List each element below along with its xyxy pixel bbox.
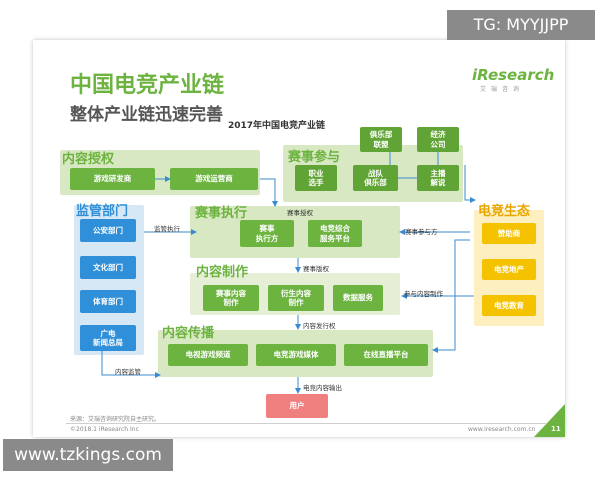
box-public-security: 公安部门 bbox=[80, 219, 136, 242]
box-tv-game-channel: 电视游戏频道 bbox=[168, 344, 248, 366]
box-data-service: 数据服务 bbox=[333, 285, 383, 311]
section-event-participation: 赛事参与 bbox=[288, 150, 341, 165]
box-esports-realestate: 电竞地产 bbox=[482, 259, 536, 280]
box-esports-media: 电竞游戏媒体 bbox=[256, 344, 336, 366]
footer-source: 来源：艾瑞咨询研究院自主研究。 bbox=[70, 416, 161, 423]
box-event-executor: 赛事 执行方 bbox=[240, 220, 294, 247]
iresearch-logo: iResearch 艾瑞咨询 bbox=[472, 66, 555, 100]
box-user: 用户 bbox=[266, 394, 328, 418]
page-title: 中国电竞产业链 bbox=[70, 73, 225, 98]
box-esports-education: 电竞教育 bbox=[482, 295, 536, 316]
label-content-distribution-right: 内容发行权 bbox=[303, 322, 336, 330]
label-content-output: 电竞内容输出 bbox=[303, 384, 342, 392]
box-derivative-content: 衍生内容 制作 bbox=[268, 285, 324, 311]
label-event-participant: 赛事参与方 bbox=[405, 228, 438, 236]
section-content-production: 内容制作 bbox=[196, 265, 249, 280]
box-host-commentator: 主播 解说 bbox=[417, 165, 459, 191]
logo-sub: 艾瑞咨询 bbox=[480, 86, 525, 93]
page-corner-triangle bbox=[534, 404, 565, 437]
watermark-bottom: www.tzkings.com bbox=[3, 439, 173, 471]
section-content-distribution: 内容传播 bbox=[162, 326, 215, 341]
box-culture-dept: 文化部门 bbox=[80, 256, 136, 279]
box-sarft: 广电 新闻总局 bbox=[80, 325, 136, 351]
watermark-top: TG: MYYJJPP bbox=[447, 10, 595, 40]
box-esports-platform: 电竞综合 服务平台 bbox=[308, 220, 362, 247]
box-team-club: 战队 俱乐部 bbox=[353, 165, 398, 191]
box-live-platform: 在线直播平台 bbox=[344, 344, 428, 366]
box-club-league: 俱乐部 联盟 bbox=[360, 127, 402, 152]
footer-url: www.iresearch.com.cn bbox=[468, 426, 536, 433]
footer-divider bbox=[66, 423, 546, 424]
box-sports-dept: 体育部门 bbox=[80, 290, 136, 313]
label-event-license: 赛事授权 bbox=[287, 209, 313, 217]
box-sponsor: 赞助商 bbox=[482, 223, 536, 244]
page-number: 11 bbox=[551, 425, 561, 433]
label-regulation-execution: 监管执行 bbox=[154, 225, 180, 233]
footer-copyright: ©2018.1 iResearch Inc bbox=[70, 426, 139, 433]
box-game-operator: 游戏运营商 bbox=[170, 168, 258, 190]
box-economic-company: 经济 公司 bbox=[417, 127, 459, 152]
page-subtitle: 整体产业链迅速完善 bbox=[70, 105, 223, 125]
box-pro-player: 职业 选手 bbox=[295, 165, 337, 191]
band-event-execution bbox=[190, 206, 400, 258]
box-game-developer: 游戏研发商 bbox=[70, 168, 155, 190]
label-content-regulation: 内容监管 bbox=[115, 368, 141, 376]
chart-title: 2017年中国电竞产业链 bbox=[228, 121, 326, 131]
label-participate-content: 参与内容制作 bbox=[404, 290, 443, 298]
section-content-license: 内容授权 bbox=[62, 152, 115, 167]
section-ecosystem: 电竞生态 bbox=[478, 204, 531, 219]
label-event-copyright: 赛事版权 bbox=[303, 265, 329, 273]
section-regulation: 监管部门 bbox=[76, 204, 129, 219]
logo-brand: iResearch bbox=[472, 66, 555, 84]
section-event-execution: 赛事执行 bbox=[195, 206, 248, 221]
box-event-content-prod: 赛事内容 制作 bbox=[203, 285, 259, 311]
